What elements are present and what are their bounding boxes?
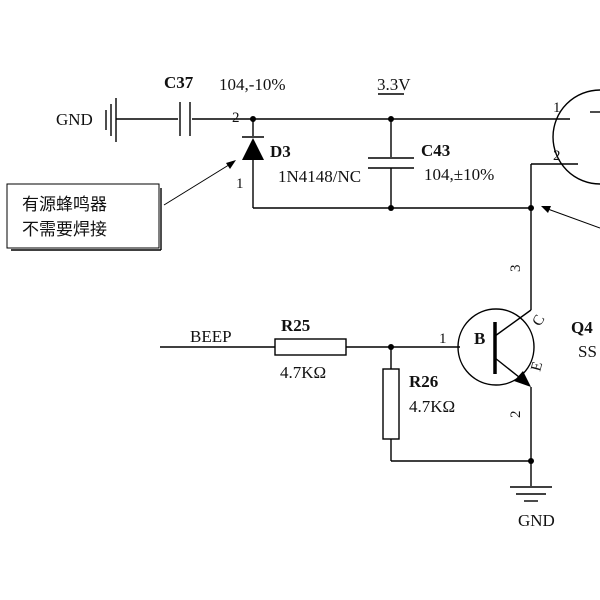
resistor-r26 <box>382 368 400 440</box>
r26-value: 4.7KΩ <box>409 397 455 416</box>
q4-pin-c: 3 <box>508 265 524 273</box>
q4-pin-e: 2 <box>508 411 524 419</box>
annotation-line-1: 有源蜂鸣器 <box>22 195 107 215</box>
d3-pin-k: 2 <box>232 110 240 126</box>
q4-letter-b: B <box>474 329 485 348</box>
beep-label: BEEP <box>190 327 232 346</box>
c43-ref: C43 <box>421 141 450 160</box>
arrow-right-partial <box>544 207 600 229</box>
d3-ref: D3 <box>270 142 291 161</box>
annotation-line-2: 不需要焊接 <box>22 220 107 240</box>
gnd-left-label: GND <box>56 110 93 129</box>
d3-pin-a: 1 <box>236 176 244 192</box>
buzzer-pin-1: 1 <box>553 100 561 116</box>
q4-letter-e: E <box>528 360 546 373</box>
transistor-q4-collector <box>494 309 532 337</box>
q4-value: SS <box>578 342 597 361</box>
diode-d3-triangle <box>242 138 264 160</box>
q4-ref: Q4 <box>571 318 593 337</box>
transistor-q4-body <box>457 308 535 386</box>
c43-value: 104,±10% <box>424 165 494 184</box>
annotation-arrow <box>163 162 233 206</box>
gnd-left-symbol <box>105 98 117 142</box>
q4-letter-c: C <box>530 312 549 329</box>
c37-ref: C37 <box>164 73 194 92</box>
r26-ref: R26 <box>409 372 438 391</box>
r25-value: 4.7KΩ <box>280 363 326 382</box>
annotation-arrowhead <box>226 160 236 169</box>
buzzer-body <box>552 89 600 185</box>
arrowhead-right-partial <box>541 206 551 213</box>
q4-pin-b: 1 <box>439 331 447 347</box>
transistor-q4-emitter-arrow <box>514 371 531 387</box>
gnd-bottom-symbol <box>510 486 552 502</box>
c37-value: 104,-10% <box>219 75 286 94</box>
d3-value: 1N4148/NC <box>278 167 361 186</box>
annotation-box <box>6 183 160 249</box>
r25-ref: R25 <box>281 316 310 335</box>
resistor-r25 <box>274 338 347 356</box>
capacitor-c37 <box>179 102 191 136</box>
supply-label: 3.3V <box>377 75 411 94</box>
buzzer-pin-2: 2 <box>553 148 561 164</box>
gnd-bottom-label: GND <box>518 511 555 530</box>
